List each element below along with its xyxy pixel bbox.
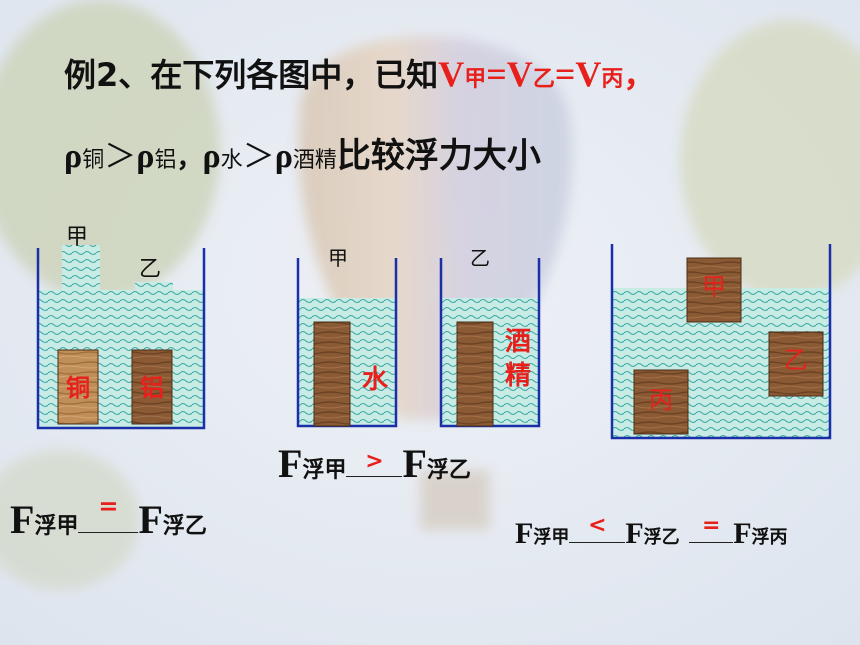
- eq3-blank1: <: [569, 513, 626, 543]
- eq1-blank: =: [78, 492, 139, 533]
- fig2-block-jia: [313, 321, 351, 427]
- title-line-1: 例2、在下列各图中，已知V甲=V乙=V丙，: [64, 50, 655, 96]
- title-prefix: 例2、在下列各图中，已知: [64, 56, 439, 94]
- title-line-2: ρ铜＞ρ铝，ρ水＞ρ酒精比较浮力大小: [64, 128, 541, 177]
- fig1-container: [36, 248, 206, 430]
- eq1-answer: =: [98, 492, 119, 520]
- title-suffix: 比较浮力大小: [336, 136, 541, 176]
- fig2-label-alcohol-1: 酒: [505, 327, 531, 357]
- eq2-sub2: 浮乙: [426, 458, 471, 483]
- eq3-f3: F: [733, 517, 752, 550]
- fig1-block-copper: [57, 349, 99, 425]
- eq1-f2: F: [138, 497, 163, 542]
- equation-fig1: F浮甲=F浮乙: [10, 492, 207, 543]
- eq2-f2: F: [402, 441, 427, 486]
- eq1-sub2: 浮乙: [162, 514, 207, 539]
- rho-alcohol-sub: 酒精: [292, 148, 337, 173]
- fig2-label-alcohol-2: 精: [505, 361, 531, 391]
- eq3-f1: F: [515, 517, 534, 550]
- rho-copper-sub: 铜: [82, 148, 105, 173]
- volume-v2-sub: 乙: [532, 67, 555, 92]
- fig2-label-water: 水: [362, 365, 389, 395]
- volume-v1: V: [438, 54, 465, 94]
- eq2-answer: >: [365, 449, 384, 474]
- fig1-water-bump-jia: [62, 245, 100, 291]
- fig1-water-bump-yi: [135, 282, 173, 292]
- figure-3: 甲 乙 丙: [610, 244, 832, 440]
- fig3-label-bing: 丙: [649, 386, 673, 414]
- volume-v3-sub: 丙: [601, 67, 624, 92]
- fig1-label-copper: 铜: [66, 374, 90, 402]
- eq3-answer1: <: [588, 513, 607, 538]
- volume-v1-sub: 甲: [464, 67, 487, 92]
- fig3-block-yi: [768, 331, 824, 397]
- fig1-label-jia: 甲: [66, 225, 88, 250]
- eq3-sub2: 浮乙: [643, 527, 680, 548]
- equation-fig2: F浮甲>F浮乙: [278, 440, 471, 487]
- eq1-f1: F: [10, 497, 35, 542]
- fig2-label-yi: 乙: [470, 246, 490, 270]
- volume-eq1: =V: [486, 54, 533, 94]
- title-sep: ，: [176, 144, 203, 174]
- fig3-block-bing: [633, 369, 689, 435]
- fig2-label-jia: 甲: [328, 246, 348, 270]
- figure-2: 水 甲 酒 精 乙: [296, 246, 541, 428]
- fig1-label-aluminum: 铝: [140, 374, 164, 402]
- fig3-block-jia: [686, 257, 742, 323]
- eq2-sub1: 浮甲: [302, 458, 347, 483]
- figure-1: 铜 铝 甲 乙: [36, 225, 206, 430]
- fig3-label-jia: 甲: [702, 273, 726, 301]
- greater-than-1: ＞: [104, 137, 137, 175]
- title-comma: ，: [623, 56, 656, 94]
- rho-water-sub: 水: [220, 148, 243, 173]
- eq1-sub1: 浮甲: [34, 514, 79, 539]
- rho-copper: ρ: [64, 138, 83, 175]
- volume-eq2: =V: [554, 54, 602, 94]
- eq3-sub1: 浮甲: [533, 527, 570, 548]
- equation-fig3: F浮甲<F浮乙 =F浮丙: [515, 513, 788, 551]
- fig1-block-aluminum: [131, 349, 173, 425]
- eq3-sub3: 浮丙: [751, 527, 788, 548]
- eq3-answer2: =: [701, 513, 721, 538]
- rho-water: ρ: [202, 138, 221, 175]
- eq3-blank2: =: [689, 513, 734, 543]
- fig1-label-yi: 乙: [139, 257, 161, 282]
- greater-than-2: ＞: [242, 137, 275, 175]
- rho-aluminum-sub: 铝: [154, 148, 177, 173]
- eq2-f1: F: [278, 441, 303, 486]
- fig3-container: [610, 244, 832, 440]
- fig2-block-yi: [456, 321, 494, 427]
- rho-alcohol: ρ: [274, 138, 293, 175]
- fig3-label-yi: 乙: [784, 346, 808, 374]
- eq2-blank: >: [346, 446, 403, 477]
- eq3-f2: F: [625, 517, 644, 550]
- rho-aluminum: ρ: [136, 138, 155, 175]
